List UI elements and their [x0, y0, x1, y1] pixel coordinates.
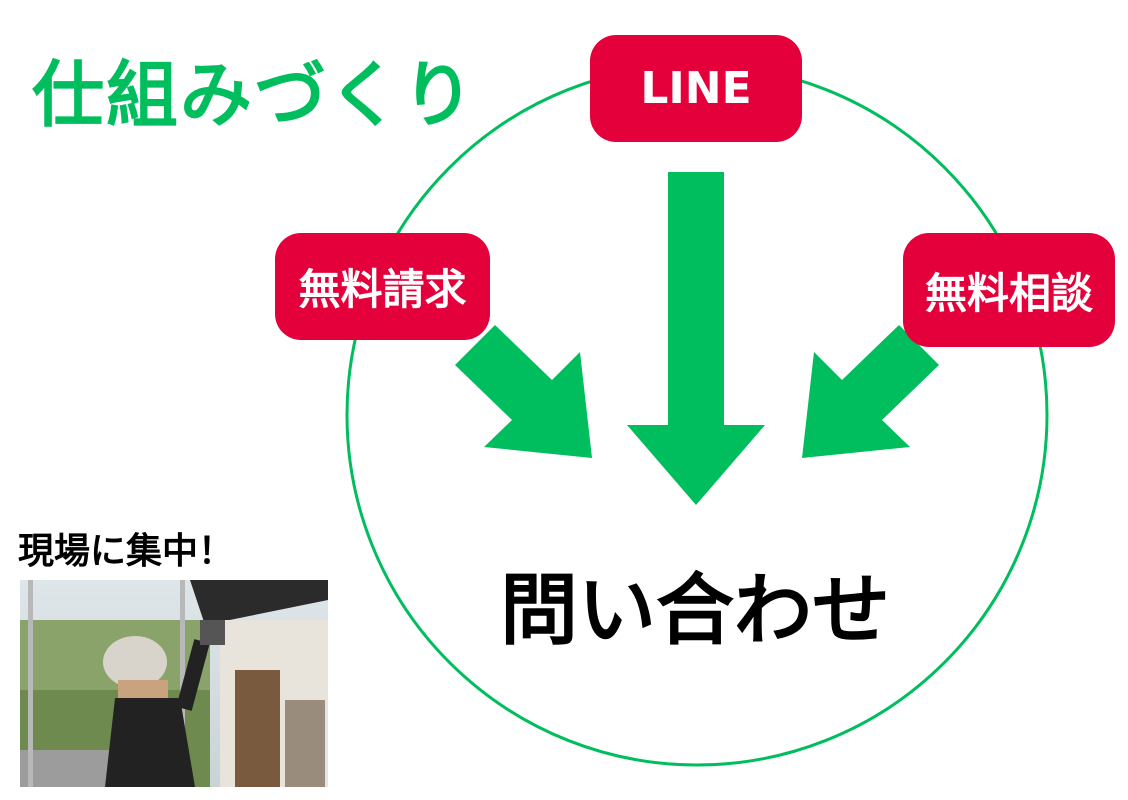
target-label: 問い合わせ: [499, 566, 890, 656]
page-title: 仕組みづくり: [32, 53, 477, 137]
worker-photo: [20, 580, 328, 787]
worker-painting-image: [20, 580, 328, 787]
source-label: 無料相談: [924, 268, 1093, 318]
arrow-diagonal-right: [802, 325, 939, 458]
source-box-request: 無料請求: [275, 233, 490, 340]
source-box-consult: 無料相談: [903, 233, 1115, 347]
source-label: 無料請求: [298, 265, 467, 314]
arrow-diagonal-left: [455, 325, 592, 458]
source-label: LINE: [640, 63, 752, 114]
source-box-line: LINE: [590, 35, 802, 142]
arrow-down-center: [627, 172, 765, 505]
photo-caption: 現場に集中！: [18, 531, 235, 572]
